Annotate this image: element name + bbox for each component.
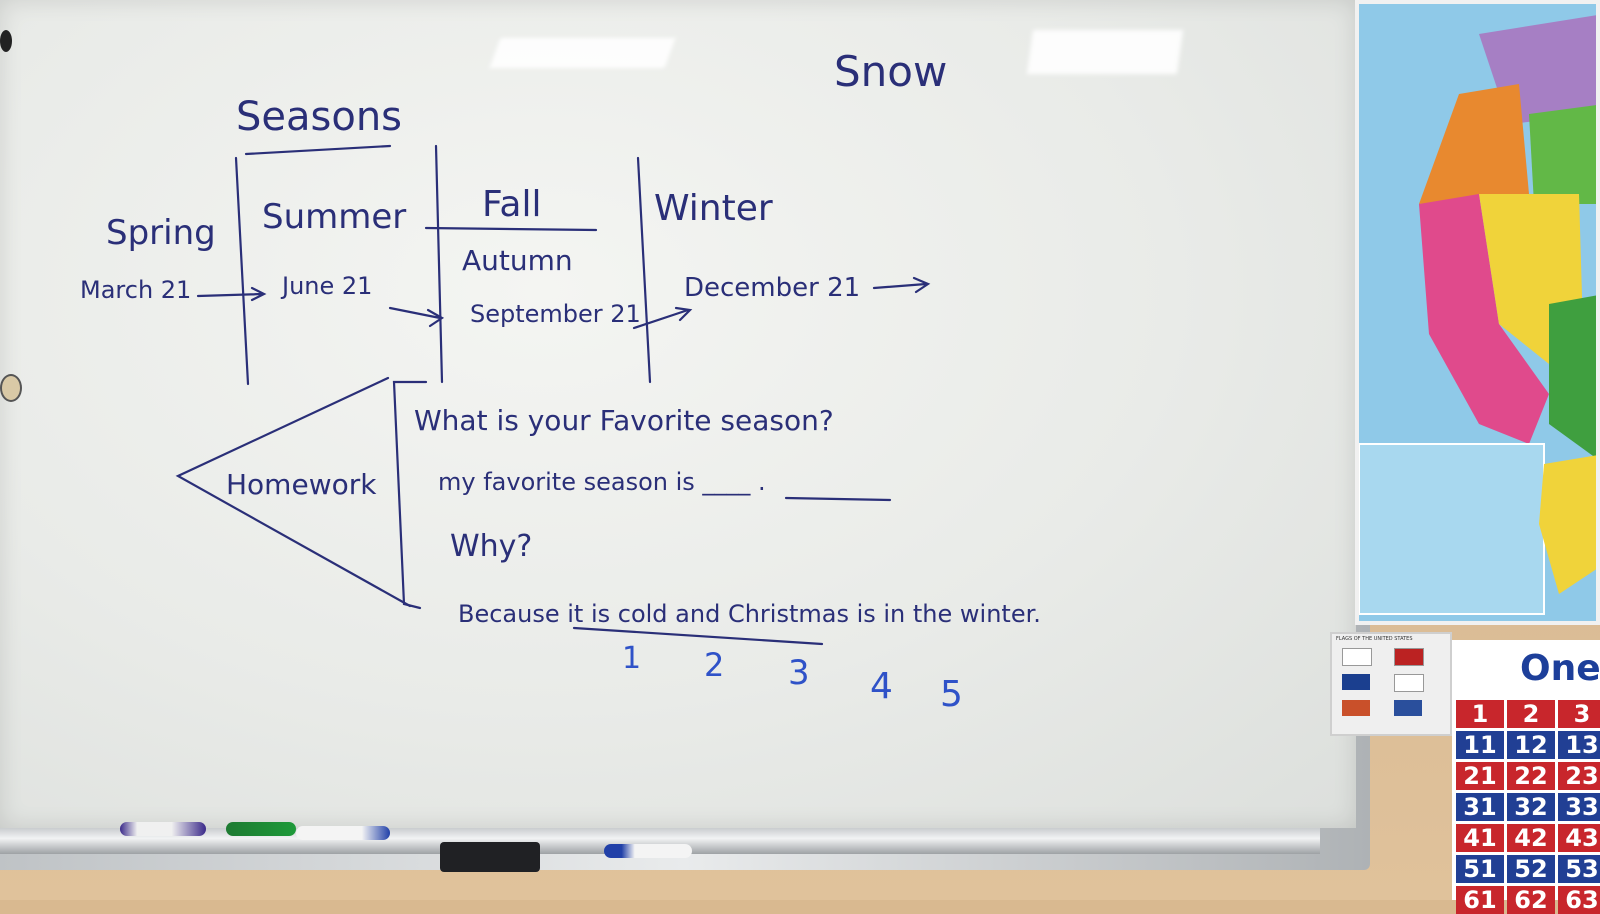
word-number-2: 2 xyxy=(704,646,724,684)
chart-number: 52 xyxy=(1507,855,1555,883)
chart-number: 61 xyxy=(1456,886,1504,914)
homework-question: What is your Favorite season? xyxy=(414,404,834,437)
chart-number: 51 xyxy=(1456,855,1504,883)
chart-number: 62 xyxy=(1507,886,1555,914)
chart-number: 41 xyxy=(1456,824,1504,852)
magnet xyxy=(0,30,12,52)
marker-blue[interactable] xyxy=(296,826,390,840)
date-summer: June 21 xyxy=(280,272,372,300)
word-number-1: 1 xyxy=(622,641,641,676)
us-map-poster xyxy=(1355,0,1600,625)
homework-label: Homework xyxy=(226,468,377,501)
word-number-5: 5 xyxy=(940,674,963,715)
homework-brace xyxy=(392,380,428,610)
chart-number: 22 xyxy=(1507,762,1555,790)
chart-number: 12 xyxy=(1507,731,1555,759)
column-divider xyxy=(434,144,444,384)
chart-number: 43 xyxy=(1558,824,1600,852)
flag-icon xyxy=(1342,648,1372,666)
date-winter: December 21 xyxy=(684,273,860,303)
chart-number: 31 xyxy=(1456,793,1504,821)
chart-number: 42 xyxy=(1507,824,1555,852)
arrow xyxy=(872,276,931,294)
homework-answer: Because it is cold and Christmas is in t… xyxy=(458,600,1041,628)
marker-purple[interactable] xyxy=(120,822,206,836)
arrow xyxy=(388,306,445,328)
chart-number: 23 xyxy=(1558,762,1600,790)
chart-number: 53 xyxy=(1558,855,1600,883)
chart-number: 1 xyxy=(1456,700,1504,728)
season-spring: Spring xyxy=(106,213,216,253)
homework-bracket xyxy=(175,376,412,608)
arrow xyxy=(196,286,267,302)
chart-number: 3 xyxy=(1558,700,1600,728)
date-spring: March 21 xyxy=(80,276,191,304)
flag-icon xyxy=(1394,648,1424,666)
chart-number: 13 xyxy=(1558,731,1600,759)
chart-number: 11 xyxy=(1456,731,1504,759)
snow-note: Snow xyxy=(834,47,947,96)
chart-number: 63 xyxy=(1558,886,1600,914)
flag-icon xyxy=(1342,674,1370,690)
fall-underline xyxy=(424,226,598,232)
chart-number: 33 xyxy=(1558,793,1600,821)
flag-icon xyxy=(1342,700,1370,716)
season-winter: Winter xyxy=(654,188,773,229)
season-fall: Fall xyxy=(482,184,541,225)
homework-why: Why? xyxy=(450,529,532,564)
whiteboard xyxy=(0,0,1356,828)
map-illustration xyxy=(1359,4,1596,621)
word-number-3: 3 xyxy=(788,653,810,693)
title-underline xyxy=(244,144,392,156)
flag-icon xyxy=(1394,674,1424,692)
season-summer: Summer xyxy=(262,197,406,237)
chart-title: One xyxy=(1520,648,1600,689)
marker-blue[interactable] xyxy=(604,844,692,858)
chart-number: 32 xyxy=(1507,793,1555,821)
word-number-4: 4 xyxy=(870,666,893,707)
flags-title: FLAGS OF THE UNITED STATES xyxy=(1336,636,1413,642)
arrow xyxy=(632,306,693,330)
flag-icon xyxy=(1394,700,1422,716)
season-autumn: Autumn xyxy=(462,244,573,277)
answer-blank xyxy=(784,496,892,502)
chart-number: 2 xyxy=(1507,700,1555,728)
flags-poster: FLAGS OF THE UNITED STATES xyxy=(1330,632,1452,736)
homework-prompt: my favorite season is ____ . xyxy=(438,468,766,496)
answer-underline xyxy=(572,626,824,646)
column-divider xyxy=(636,156,652,384)
marker-green[interactable] xyxy=(226,822,296,836)
date-fall: September 21 xyxy=(470,300,641,328)
magnet xyxy=(0,374,22,402)
column-divider xyxy=(234,156,250,386)
chart-number: 21 xyxy=(1456,762,1504,790)
board-title: Seasons xyxy=(236,94,402,140)
whiteboard-eraser[interactable] xyxy=(440,842,540,872)
